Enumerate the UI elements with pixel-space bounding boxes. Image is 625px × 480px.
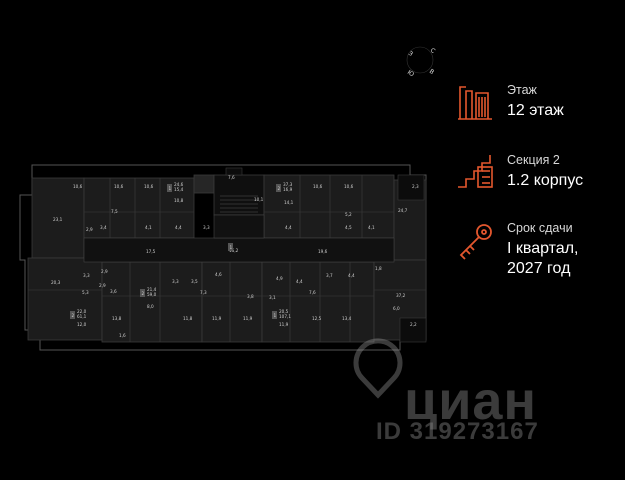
room-area: 15,4: [174, 187, 184, 192]
room-area: 10,6: [313, 184, 323, 189]
room-area: 3,7: [326, 273, 333, 278]
room-area: 11,8: [183, 316, 193, 321]
watermark-pin-icon: [353, 338, 403, 399]
stairwell: [220, 195, 258, 213]
room-area: 22,0: [77, 309, 87, 314]
room-area: 10,6: [144, 184, 154, 189]
room-area: 2,9: [86, 227, 93, 232]
room-area: 7,3: [200, 290, 207, 295]
room-area: 61,1: [77, 314, 87, 319]
room-area: 14,1: [284, 200, 294, 205]
building-floor-icon: [458, 86, 492, 120]
delivery-value-line1: I квартал,: [507, 240, 579, 257]
room-area: 2,2: [410, 322, 417, 327]
room-area: 3,3: [172, 279, 179, 284]
corridors: [83, 214, 395, 263]
room-area: 3,6: [110, 289, 117, 294]
room-area: 4,4: [296, 279, 303, 284]
compass-north: С: [429, 47, 436, 55]
compass-south: Ю: [406, 69, 416, 79]
room-labels: 10,6 10,6 10,6 24,6 15,4 10,8 37,3 16,9 …: [51, 175, 419, 338]
room-area: 37,3: [283, 182, 293, 187]
flat-number: 1: [169, 186, 172, 191]
room-area: 10,6: [344, 184, 354, 189]
room-area: 1,8: [375, 266, 382, 271]
room-area: 4,5: [345, 225, 352, 230]
room-area: 1,6: [119, 333, 126, 338]
flat-number: 2: [142, 291, 145, 296]
room-area: 2,9: [101, 269, 108, 274]
room-area: 59,0: [147, 292, 157, 297]
room-area: 3,3: [83, 273, 90, 278]
room-area: 5,3: [82, 290, 89, 295]
room-area: 4,1: [145, 225, 152, 230]
floor-value: 12 этаж: [507, 102, 564, 119]
room-area: 13,8: [112, 316, 122, 321]
room-area: 3,1: [269, 295, 276, 300]
room-area: 16,9: [283, 187, 293, 192]
room-area: 2,9: [99, 283, 106, 288]
compass-east: В: [428, 68, 435, 76]
floor-label: Этаж: [507, 83, 537, 97]
room-area: 19,6: [318, 249, 328, 254]
room-area: 4,4: [285, 225, 292, 230]
room-area: 13,4: [342, 316, 352, 321]
room-area: 10,6: [73, 184, 83, 189]
room-area: 2,3: [412, 184, 419, 189]
watermark-id: ID 319273167: [376, 418, 539, 445]
room-area: 10,6: [114, 184, 124, 189]
delivery-value-line2: 2027 год: [507, 260, 571, 277]
room-area: 23,1: [53, 217, 63, 222]
room-area: 107,1: [279, 314, 291, 319]
room-area: 3,3: [203, 225, 210, 230]
room-area: 5,2: [345, 212, 352, 217]
flat-number: 1: [230, 245, 233, 250]
flat-number: 2: [278, 186, 281, 191]
apartment-blocks: [27, 174, 427, 343]
room-area: 7,5: [111, 209, 118, 214]
room-area: 4,6: [215, 272, 222, 277]
room-area: 3,4: [100, 225, 107, 230]
partitions: [28, 175, 426, 342]
watermark-logo: циан: [404, 371, 538, 431]
room-area: 10,1: [254, 197, 264, 202]
room-area: 3,8: [247, 294, 254, 299]
room-area: 24,6: [174, 182, 184, 187]
room-area: 4,4: [175, 225, 182, 230]
room-area: 4,9: [276, 276, 283, 281]
room-area: 20,3: [51, 280, 61, 285]
section-label: Секция 2: [507, 153, 560, 167]
room-area: 7,6: [228, 175, 235, 180]
section-value: 1.2 корпус: [507, 172, 584, 189]
compass-west: З: [407, 50, 414, 58]
room-area: 21,4: [147, 287, 157, 292]
room-area: 7,6: [309, 290, 316, 295]
room-area: 11,9: [279, 322, 289, 327]
balconies: [225, 167, 427, 343]
room-area: 10,8: [174, 198, 184, 203]
room-area: 15,2: [229, 248, 239, 253]
room-area: 6,0: [393, 306, 400, 311]
room-area: 3,5: [191, 279, 198, 284]
room-area: 11,9: [212, 316, 222, 321]
room-area: 12,0: [77, 322, 87, 327]
room-area: 4,4: [348, 273, 355, 278]
room-area: 37,2: [396, 293, 406, 298]
room-area: 8,0: [147, 304, 154, 309]
room-area: 17,5: [146, 249, 156, 254]
room-area: 4,1: [368, 225, 375, 230]
compass: С В Ю З: [406, 46, 436, 79]
room-area: 11,9: [243, 316, 253, 321]
room-area: 24,7: [398, 208, 408, 213]
room-area: 12,5: [312, 316, 322, 321]
room-area: 20,5: [279, 309, 289, 314]
key-icon: [459, 224, 492, 260]
delivery-label: Срок сдачи: [507, 221, 573, 235]
flat-number: 1: [274, 313, 277, 318]
stairs-section-icon: [458, 155, 493, 188]
flat-number: 2: [72, 313, 75, 318]
flat-badges: 1 2 2 2 1 1: [70, 184, 281, 319]
